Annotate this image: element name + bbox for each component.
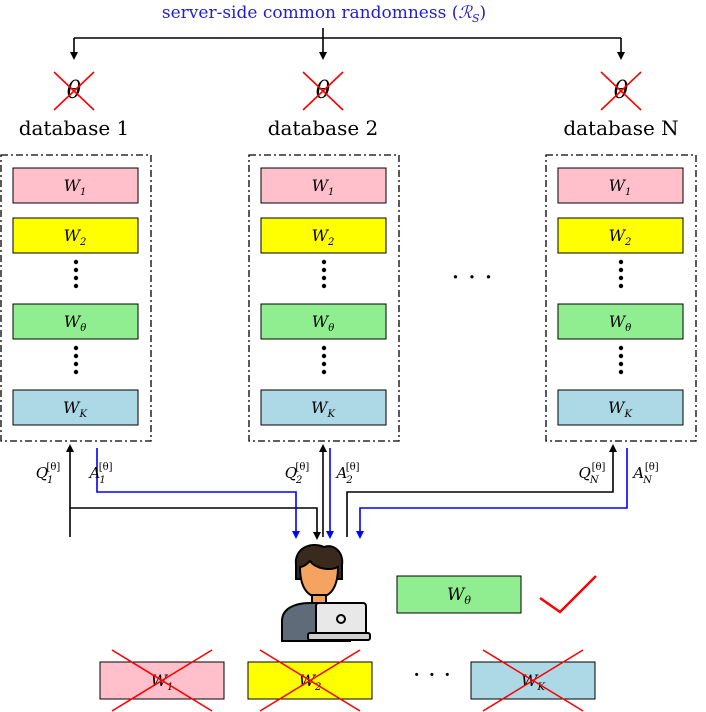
vertical-ellipsis-dot [321, 275, 327, 281]
answer-label: A1[θ] [87, 462, 112, 486]
vertical-ellipsis-dot [73, 267, 79, 273]
message-box [557, 217, 684, 254]
crossed-theta: θ [302, 71, 344, 111]
vertical-ellipsis-dot [618, 259, 624, 265]
svg-text:Wθ: Wθ [447, 585, 471, 607]
message-box [260, 303, 387, 340]
vertical-ellipsis-dot [321, 259, 327, 265]
vertical-ellipsis-dot [73, 283, 79, 289]
check-icon [539, 575, 597, 614]
diagram-title: server-side common randomness (ℛS) [162, 3, 486, 25]
crossed-theta: θ [53, 71, 95, 111]
crossed-message: W2 [247, 649, 373, 712]
message-box [12, 167, 139, 204]
message-box [12, 303, 139, 340]
svg-text:W1: W1 [312, 176, 335, 198]
vertical-ellipsis-dot [618, 345, 624, 351]
query-label: Q1[θ] [36, 462, 61, 486]
vertical-ellipsis-dot [618, 361, 624, 367]
vertical-ellipsis-dot [618, 369, 624, 375]
vertical-ellipsis-dot [73, 353, 79, 359]
database-label: database N [563, 116, 678, 140]
message-box [260, 167, 387, 204]
vertical-ellipsis-dot [73, 259, 79, 265]
query-answer-labels: Q1[θ] A1[θ] Q2[θ] A2[θ] QN[θ] AN[θ] [36, 462, 659, 486]
svg-text:W1: W1 [609, 176, 632, 198]
message-box [557, 389, 684, 426]
randomness-distribution [70, 28, 625, 60]
vertical-ellipsis-dot [618, 275, 624, 281]
vertical-ellipsis-dot [321, 267, 327, 273]
user-laptop-icon [281, 544, 371, 642]
connector-arrow [96, 448, 300, 539]
vertical-ellipsis-dot [73, 361, 79, 367]
svg-text:WK: WK [311, 398, 335, 420]
connector-arrow [356, 448, 628, 539]
vertical-ellipsis-dot [73, 345, 79, 351]
crossed-theta: θ [600, 71, 642, 111]
crossed-theta-group: θθθ [53, 71, 642, 111]
vertical-ellipsis-dot [73, 275, 79, 281]
svg-text:W1: W1 [64, 176, 87, 198]
vertical-ellipsis-dot [618, 353, 624, 359]
vertical-ellipsis-dot [321, 361, 327, 367]
svg-text:Wθ: Wθ [64, 312, 86, 334]
retrieved-message: Wθ [396, 575, 522, 614]
message-box [12, 217, 139, 254]
vertical-ellipsis-dot [618, 283, 624, 289]
query-answer-arrows [66, 444, 628, 540]
message-box [557, 167, 684, 204]
svg-text:Wθ: Wθ [312, 312, 334, 334]
message-box [260, 217, 387, 254]
vertical-ellipsis-dot [321, 283, 327, 289]
query-label: QN[θ] [579, 462, 606, 486]
vertical-ellipsis-dot [321, 369, 327, 375]
svg-text:WK: WK [63, 398, 87, 420]
vertical-ellipsis-dot [73, 369, 79, 375]
interference-messages: W1 W2 WK [99, 649, 596, 712]
connector-arrow [346, 444, 617, 537]
database-labels: database 1 database 2 database N [19, 116, 679, 140]
database-ellipsis: · · · [451, 263, 492, 293]
database-label: database 1 [19, 116, 130, 140]
svg-text:W2: W2 [609, 226, 632, 248]
answer-label: A2[θ] [334, 462, 359, 486]
query-label: Q2[θ] [285, 462, 310, 486]
message-box [260, 389, 387, 426]
message-box [557, 303, 684, 340]
svg-text:WK: WK [608, 398, 632, 420]
svg-text:W2: W2 [64, 226, 87, 248]
vertical-ellipsis-dot [321, 353, 327, 359]
message-box [12, 389, 139, 426]
connector-arrow [69, 507, 321, 540]
vertical-ellipsis-dot [618, 267, 624, 273]
answer-label: AN[θ] [631, 462, 659, 486]
bottom-ellipsis: · · · [413, 661, 451, 689]
vertical-ellipsis-dot [321, 345, 327, 351]
crossed-message: W1 [99, 649, 225, 712]
database-label: database 2 [268, 116, 379, 140]
svg-text:W2: W2 [312, 226, 335, 248]
svg-text:Wθ: Wθ [609, 312, 631, 334]
crossed-message: WK [470, 649, 596, 712]
